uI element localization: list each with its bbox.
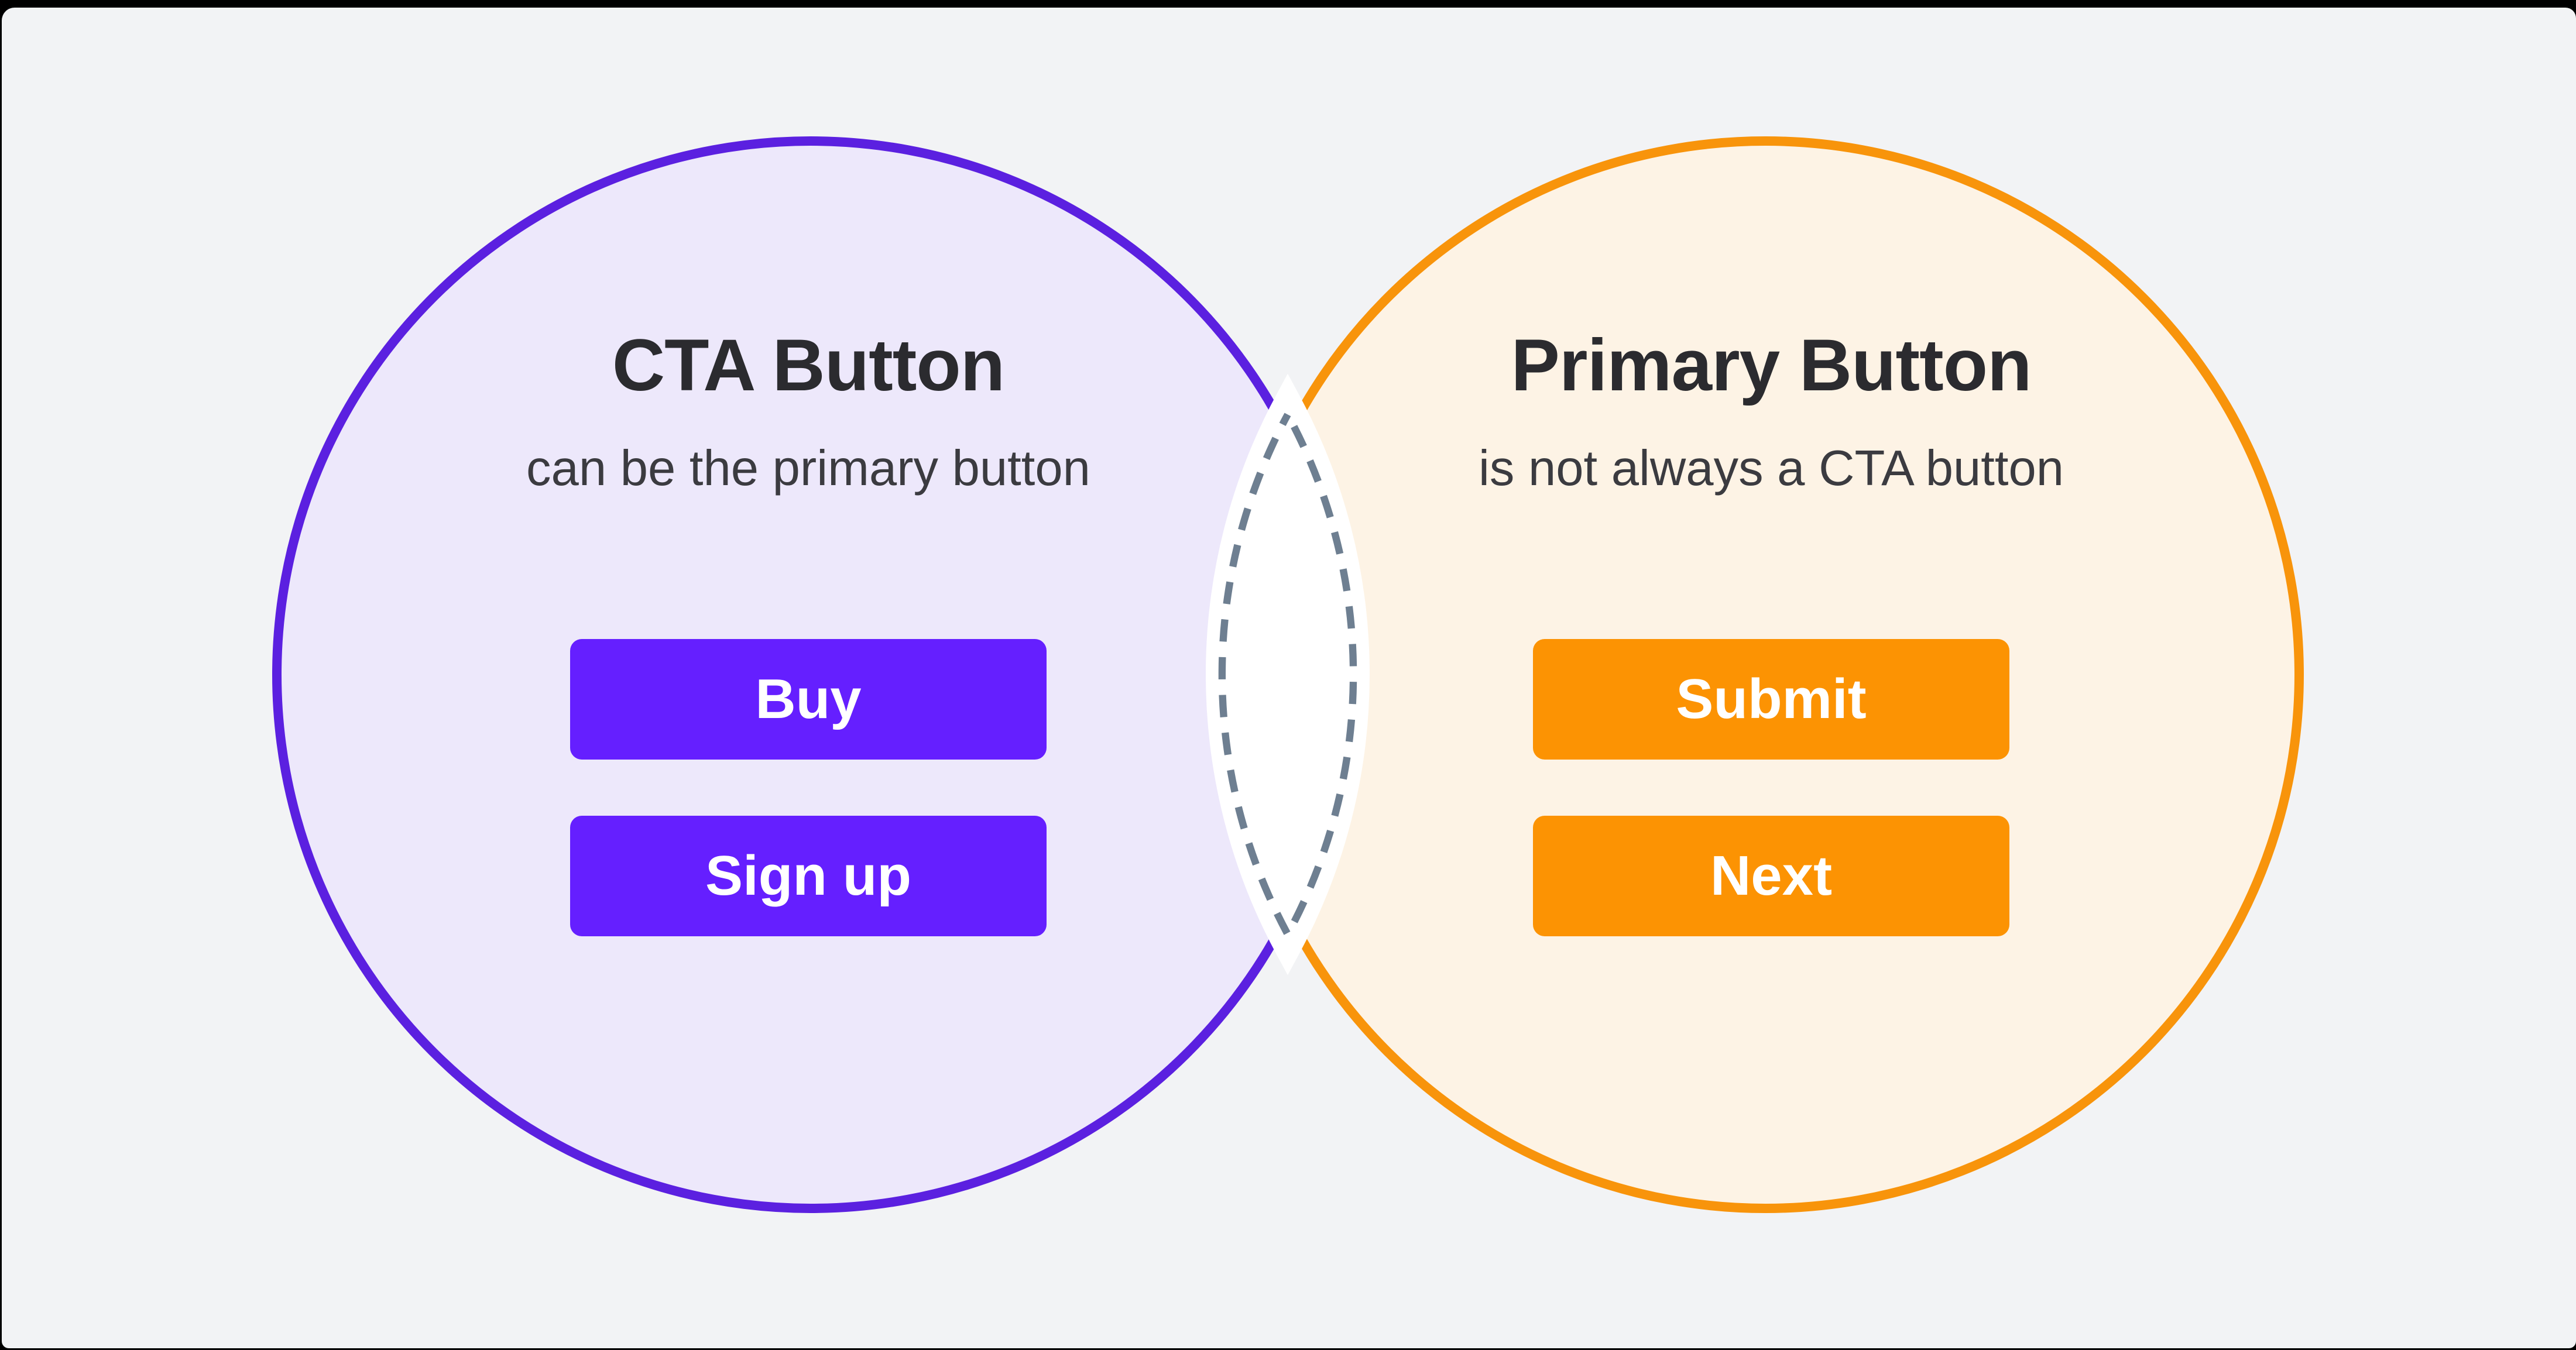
signup-button-label: Sign up (705, 844, 911, 907)
submit-button[interactable]: Submit (1533, 639, 2009, 760)
signup-button[interactable]: Sign up (570, 816, 1047, 936)
primary-subtitle: is not always a CTA button (1478, 441, 2064, 496)
buy-button-label: Buy (755, 668, 862, 730)
buy-button[interactable]: Buy (570, 639, 1047, 760)
cta-title: CTA Button (612, 325, 1005, 406)
intersection-lens (1205, 373, 1370, 975)
submit-button-label: Submit (1676, 668, 1867, 730)
next-button-label: Next (1710, 844, 1833, 907)
cta-section: CTA Button can be the primary button Buy… (526, 0, 1090, 1350)
primary-title: Primary Button (1511, 325, 2032, 406)
cta-subtitle: can be the primary button (526, 441, 1090, 496)
primary-section: Primary Button is not always a CTA butto… (1479, 0, 2064, 1350)
intersection-dashed-border (1218, 407, 1357, 942)
next-button[interactable]: Next (1533, 816, 2009, 936)
